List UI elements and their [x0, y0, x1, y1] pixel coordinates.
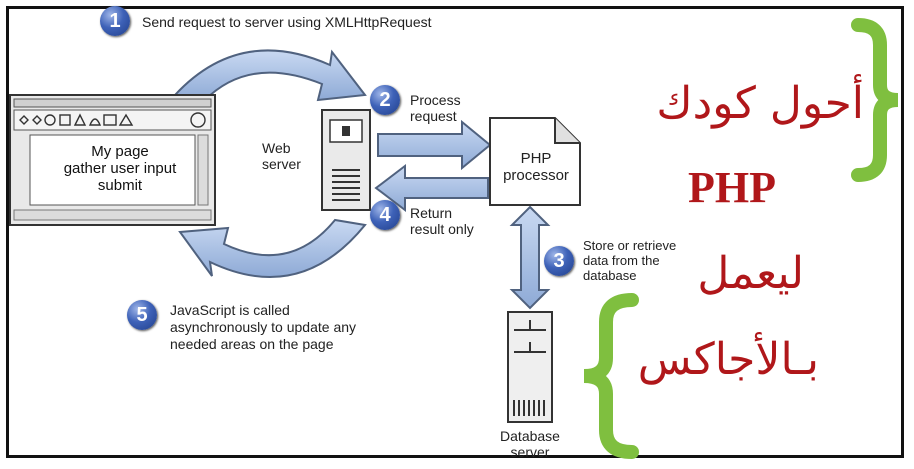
step-1-text: Send request to server using XMLHttpRequ… — [142, 14, 432, 30]
step-5-line2: asynchronously to update any — [170, 319, 357, 335]
php-processor-line1: PHP — [520, 150, 552, 167]
web-server-line1: Web — [262, 140, 291, 156]
step-2-line1: Process — [410, 92, 461, 108]
step-4-text: Return result only — [410, 205, 474, 237]
php-processor-label: PHP processor — [492, 150, 580, 184]
arrow-to-php — [377, 119, 492, 171]
step-4-line2: result only — [410, 221, 474, 237]
step-badge-2: 2 — [370, 85, 400, 115]
step-2-text: Process request — [410, 92, 461, 124]
database-server-line2: server — [510, 444, 550, 460]
step-badge-3: 3 — [544, 246, 574, 276]
overlay-arabic-line3: ليعمل — [697, 248, 804, 299]
step-badge-1: 1 — [100, 6, 130, 36]
browser-page-text: My page gather user input submit — [35, 143, 205, 194]
overlay-php: PHP — [688, 163, 776, 212]
step-5-line3: needed areas on the page — [170, 336, 334, 352]
brace-top — [851, 18, 899, 182]
step-badge-5: 5 — [127, 300, 157, 330]
step-5-text: JavaScript is called asynchronously to u… — [170, 302, 356, 353]
database-server-line1: Database — [500, 428, 560, 444]
php-processor-icon — [489, 117, 581, 206]
arrow-from-php — [374, 163, 489, 213]
database-server-label: Database server — [488, 428, 572, 460]
step-5-line1: JavaScript is called — [170, 302, 290, 318]
image-border — [6, 6, 904, 458]
web-server-icon — [321, 109, 371, 211]
brace-bottom — [583, 293, 639, 459]
overlay-arabic-line4: بـالأجاكس — [637, 334, 819, 385]
database-server-icon — [507, 311, 553, 423]
step-3-line1: Store or retrieve — [583, 238, 677, 253]
browser-line2: gather user input — [63, 160, 177, 177]
step-badge-4: 4 — [370, 200, 400, 230]
step-2-line2: request — [410, 108, 457, 124]
step-3-line2: data from the — [583, 253, 660, 268]
step-4-line1: Return — [410, 205, 453, 221]
php-processor-line2: processor — [503, 167, 569, 184]
overlay-arabic-line1: أحول كودك — [656, 78, 864, 129]
arrow-request-curve — [173, 49, 367, 102]
browser-window — [9, 94, 216, 226]
browser-line1: My page — [91, 143, 149, 160]
step-3-text: Store or retrieve data from the database — [583, 238, 676, 283]
step-3-line3: database — [583, 268, 637, 283]
web-server-label: Web server — [262, 140, 301, 172]
browser-line3: submit — [97, 177, 143, 194]
arrow-php-database — [509, 205, 551, 310]
arrow-response-curve — [178, 218, 367, 279]
web-server-line2: server — [262, 156, 301, 172]
